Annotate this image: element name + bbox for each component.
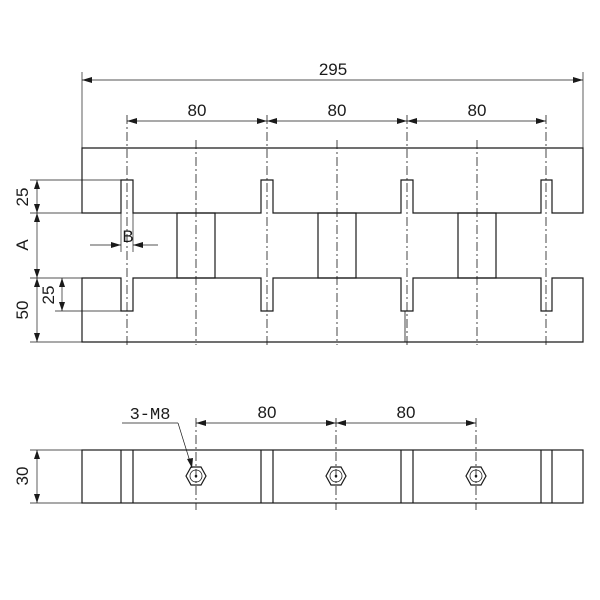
arrow-50-down xyxy=(34,333,40,342)
upper-block-outline xyxy=(81,147,584,214)
arrow-bottom-pitch-1-right xyxy=(326,420,336,426)
dim-text-slot-depth-top: 25 xyxy=(13,188,32,207)
arrow-30-up xyxy=(34,450,40,459)
arrow-gap-up xyxy=(34,213,40,222)
dim-text-pitch-3: 80 xyxy=(468,101,487,120)
dim-text-bar-height: 30 xyxy=(13,467,32,486)
hex-nut-3 xyxy=(465,466,487,486)
dim-text-295: 295 xyxy=(319,60,347,79)
arrow-gap-down xyxy=(34,269,40,278)
arrow-25-bottom-up xyxy=(59,278,65,287)
arrow-295-right xyxy=(573,77,583,83)
dim-text-pitch-1: 80 xyxy=(188,101,207,120)
arrow-b-right xyxy=(133,242,143,248)
arrow-pitch-2-right xyxy=(397,118,407,124)
thread-callout-text: 3-M8 xyxy=(130,406,171,425)
arrow-50-up xyxy=(34,278,40,287)
arrow-295-left xyxy=(82,77,92,83)
bar-outline xyxy=(81,449,584,504)
hex-nut-2 xyxy=(325,466,347,486)
arrow-25-top-up xyxy=(34,180,40,189)
top-view: 295 80 80 80 25 A 25 xyxy=(13,60,584,345)
dim-text-slot-depth-bottom: 25 xyxy=(39,286,58,305)
arrow-pitch-1-left xyxy=(127,118,137,124)
arrow-pitch-3-left xyxy=(407,118,417,124)
arrow-b-left xyxy=(111,242,121,248)
arrow-bottom-pitch-1-left xyxy=(196,420,206,426)
dim-text-bottom-pitch-1: 80 xyxy=(258,403,277,422)
arrow-bottom-pitch-2-right xyxy=(466,420,476,426)
lower-block-outline xyxy=(81,277,584,343)
arrow-pitch-3-right xyxy=(536,118,546,124)
arrow-bottom-pitch-2-left xyxy=(336,420,346,426)
dim-text-block-height: 50 xyxy=(13,301,32,320)
dim-text-pitch-2: 80 xyxy=(328,101,347,120)
arrow-25-top-down xyxy=(34,204,40,213)
arrow-pitch-2-left xyxy=(267,118,277,124)
dim-text-slot-width: B xyxy=(122,227,133,246)
arrow-pitch-1-right xyxy=(257,118,267,124)
hex-nut-1 xyxy=(185,466,207,486)
dim-text-bottom-pitch-2: 80 xyxy=(397,403,416,422)
dim-text-gap: A xyxy=(13,239,32,251)
arrow-25-bottom-down xyxy=(59,302,65,311)
bottom-view: 3-M8 80 80 30 xyxy=(13,403,584,510)
arrow-30-down xyxy=(34,494,40,503)
arrow-thread-leader xyxy=(187,458,193,468)
